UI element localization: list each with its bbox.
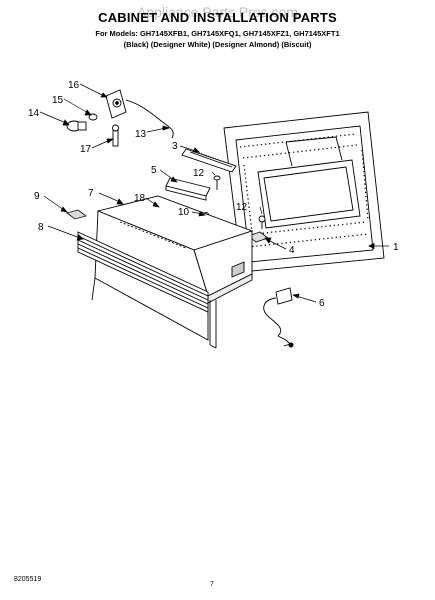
part-13-cable: [125, 99, 174, 139]
part-17-pin: [112, 124, 119, 147]
part-3-strip: [181, 148, 237, 173]
callout-7: 7: [88, 188, 94, 199]
callout-5: 5: [151, 165, 157, 176]
part-7-cabinet: [91, 195, 254, 349]
callout-1: 1: [393, 242, 399, 253]
colors-line: (Black) (Designer White) (Designer Almon…: [123, 40, 312, 49]
watermark-text: Appliance Parts Pros.com: [136, 4, 299, 20]
callout-10: 10: [178, 207, 190, 218]
callout-12-upper: 12: [193, 168, 205, 179]
part-6-power-cord: [263, 287, 294, 348]
document-number: 8205519: [14, 576, 42, 583]
callout-14: 14: [28, 108, 40, 119]
callout-13: 13: [135, 129, 147, 140]
callout-labels: 1 3 4 5 6 7 8 9 10 12 12 13 14 15 16 17 …: [28, 80, 399, 309]
part-5-bracket: [165, 177, 211, 201]
page-number: 7: [210, 581, 214, 588]
part-12-screw-upper: [213, 175, 221, 190]
callout-12-lower: 12: [236, 202, 248, 213]
callout-4: 4: [289, 245, 295, 256]
callout-6: 6: [319, 298, 325, 309]
part-14-knob: [66, 120, 87, 132]
part-16-bracket: [105, 89, 127, 119]
leader-lines: [39, 83, 389, 303]
plate-perforations: [239, 133, 369, 248]
part-8-grille: [77, 231, 209, 313]
models-line: For Models: GH7145XFB1, GH7145XFQ1, GH71…: [95, 29, 340, 38]
part-15-washer: [88, 113, 98, 121]
callout-18: 18: [134, 193, 146, 204]
callout-15: 15: [52, 95, 64, 106]
callout-16: 16: [68, 80, 80, 91]
part-1-mounting-plate: [223, 111, 385, 273]
part-12-screw-lower: [258, 215, 266, 229]
callout-8: 8: [38, 222, 44, 233]
part-9-pad: [66, 209, 87, 220]
callout-9: 9: [34, 191, 40, 202]
page-title: CABINET AND INSTALLATION PARTS: [98, 10, 337, 25]
callout-17: 17: [80, 144, 92, 155]
callout-3: 3: [172, 141, 178, 152]
